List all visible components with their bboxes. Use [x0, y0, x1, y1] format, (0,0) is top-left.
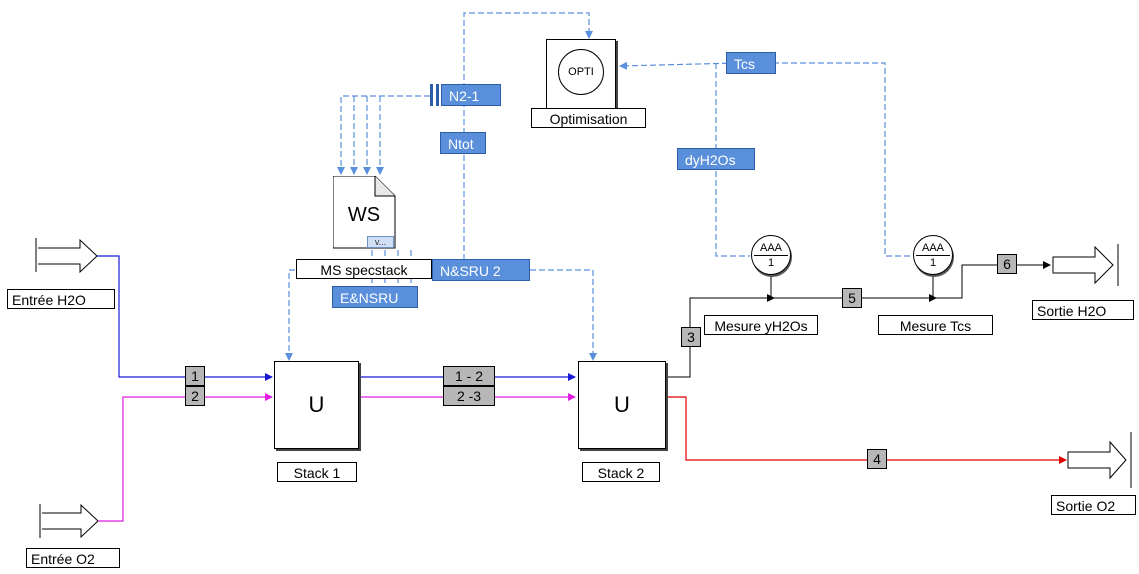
meter-tcs[interactable]: AAA 1: [913, 235, 953, 275]
meter-yh2os-top: AAA: [759, 242, 782, 254]
stream-1-2-tag[interactable]: 1 - 2: [443, 366, 495, 386]
product-arrow-h2o-out: [1052, 244, 1119, 286]
stream-4-tag[interactable]: 4: [867, 449, 887, 469]
signal-dyh2os[interactable]: dyH2Os: [677, 148, 755, 170]
entree-o2-label[interactable]: Entrée O2: [26, 548, 120, 568]
meter-yh2os[interactable]: AAA 1: [751, 235, 791, 275]
ws-version-badge: v...: [367, 236, 394, 248]
optimisation-label[interactable]: Optimisation: [531, 108, 646, 128]
n2-1-port-bar-1: [430, 84, 433, 106]
meter-tcs-top: AAA: [921, 242, 944, 254]
stream-5-tag[interactable]: 5: [842, 288, 862, 308]
stack-2-symbol: U: [614, 392, 630, 417]
mesure-tcs-label[interactable]: Mesure Tcs: [878, 315, 993, 335]
sortie-o2-label[interactable]: Sortie O2: [1051, 495, 1136, 515]
signal-ensru[interactable]: E&NSRU: [332, 286, 418, 308]
stack-1-label[interactable]: Stack 1: [277, 462, 357, 482]
feed-arrow-o2-in: [39, 503, 99, 539]
optimisation-unit[interactable]: OPTI: [546, 39, 616, 109]
stream-2-tag[interactable]: 2: [185, 386, 205, 406]
mesure-yh2os-label[interactable]: Mesure yH2Os: [704, 315, 818, 335]
stack-1-symbol: U: [308, 392, 325, 417]
signal-ntot[interactable]: Ntot: [440, 132, 486, 154]
stream-2-3-tag[interactable]: 2 -3: [443, 386, 495, 406]
meter-tcs-divider: [916, 255, 950, 256]
ws-document-icon[interactable]: [333, 176, 397, 250]
ws-symbol: WS: [347, 204, 381, 226]
meter-yh2os-divider: [754, 255, 788, 256]
meter-yh2os-bottom: 1: [767, 257, 775, 269]
stack-2-unit[interactable]: U: [578, 361, 666, 449]
stream-6-tag[interactable]: 6: [997, 254, 1017, 274]
stream-1-tag[interactable]: 1: [185, 366, 205, 386]
entree-h2o-label[interactable]: Entrée H2O: [7, 289, 115, 309]
meter-tcs-bottom: 1: [929, 257, 937, 269]
signal-n2-1[interactable]: N2-1: [441, 84, 501, 106]
product-arrow-o2-out: [1067, 432, 1132, 488]
n2-1-port-bar-2: [436, 84, 439, 106]
stack-1-unit[interactable]: U: [274, 361, 359, 449]
stream-3-tag[interactable]: 3: [681, 327, 701, 347]
sortie-h2o-label[interactable]: Sortie H2O: [1032, 300, 1134, 320]
opti-symbol: OPTI: [558, 49, 604, 95]
feed-arrow-h2o-in: [35, 238, 98, 274]
signal-nsru-2[interactable]: N&SRU 2: [432, 259, 530, 281]
stack-2-label[interactable]: Stack 2: [582, 462, 660, 482]
signal-tcs[interactable]: Tcs: [726, 52, 776, 74]
ms-specstack-label[interactable]: MS specstack: [296, 259, 432, 279]
